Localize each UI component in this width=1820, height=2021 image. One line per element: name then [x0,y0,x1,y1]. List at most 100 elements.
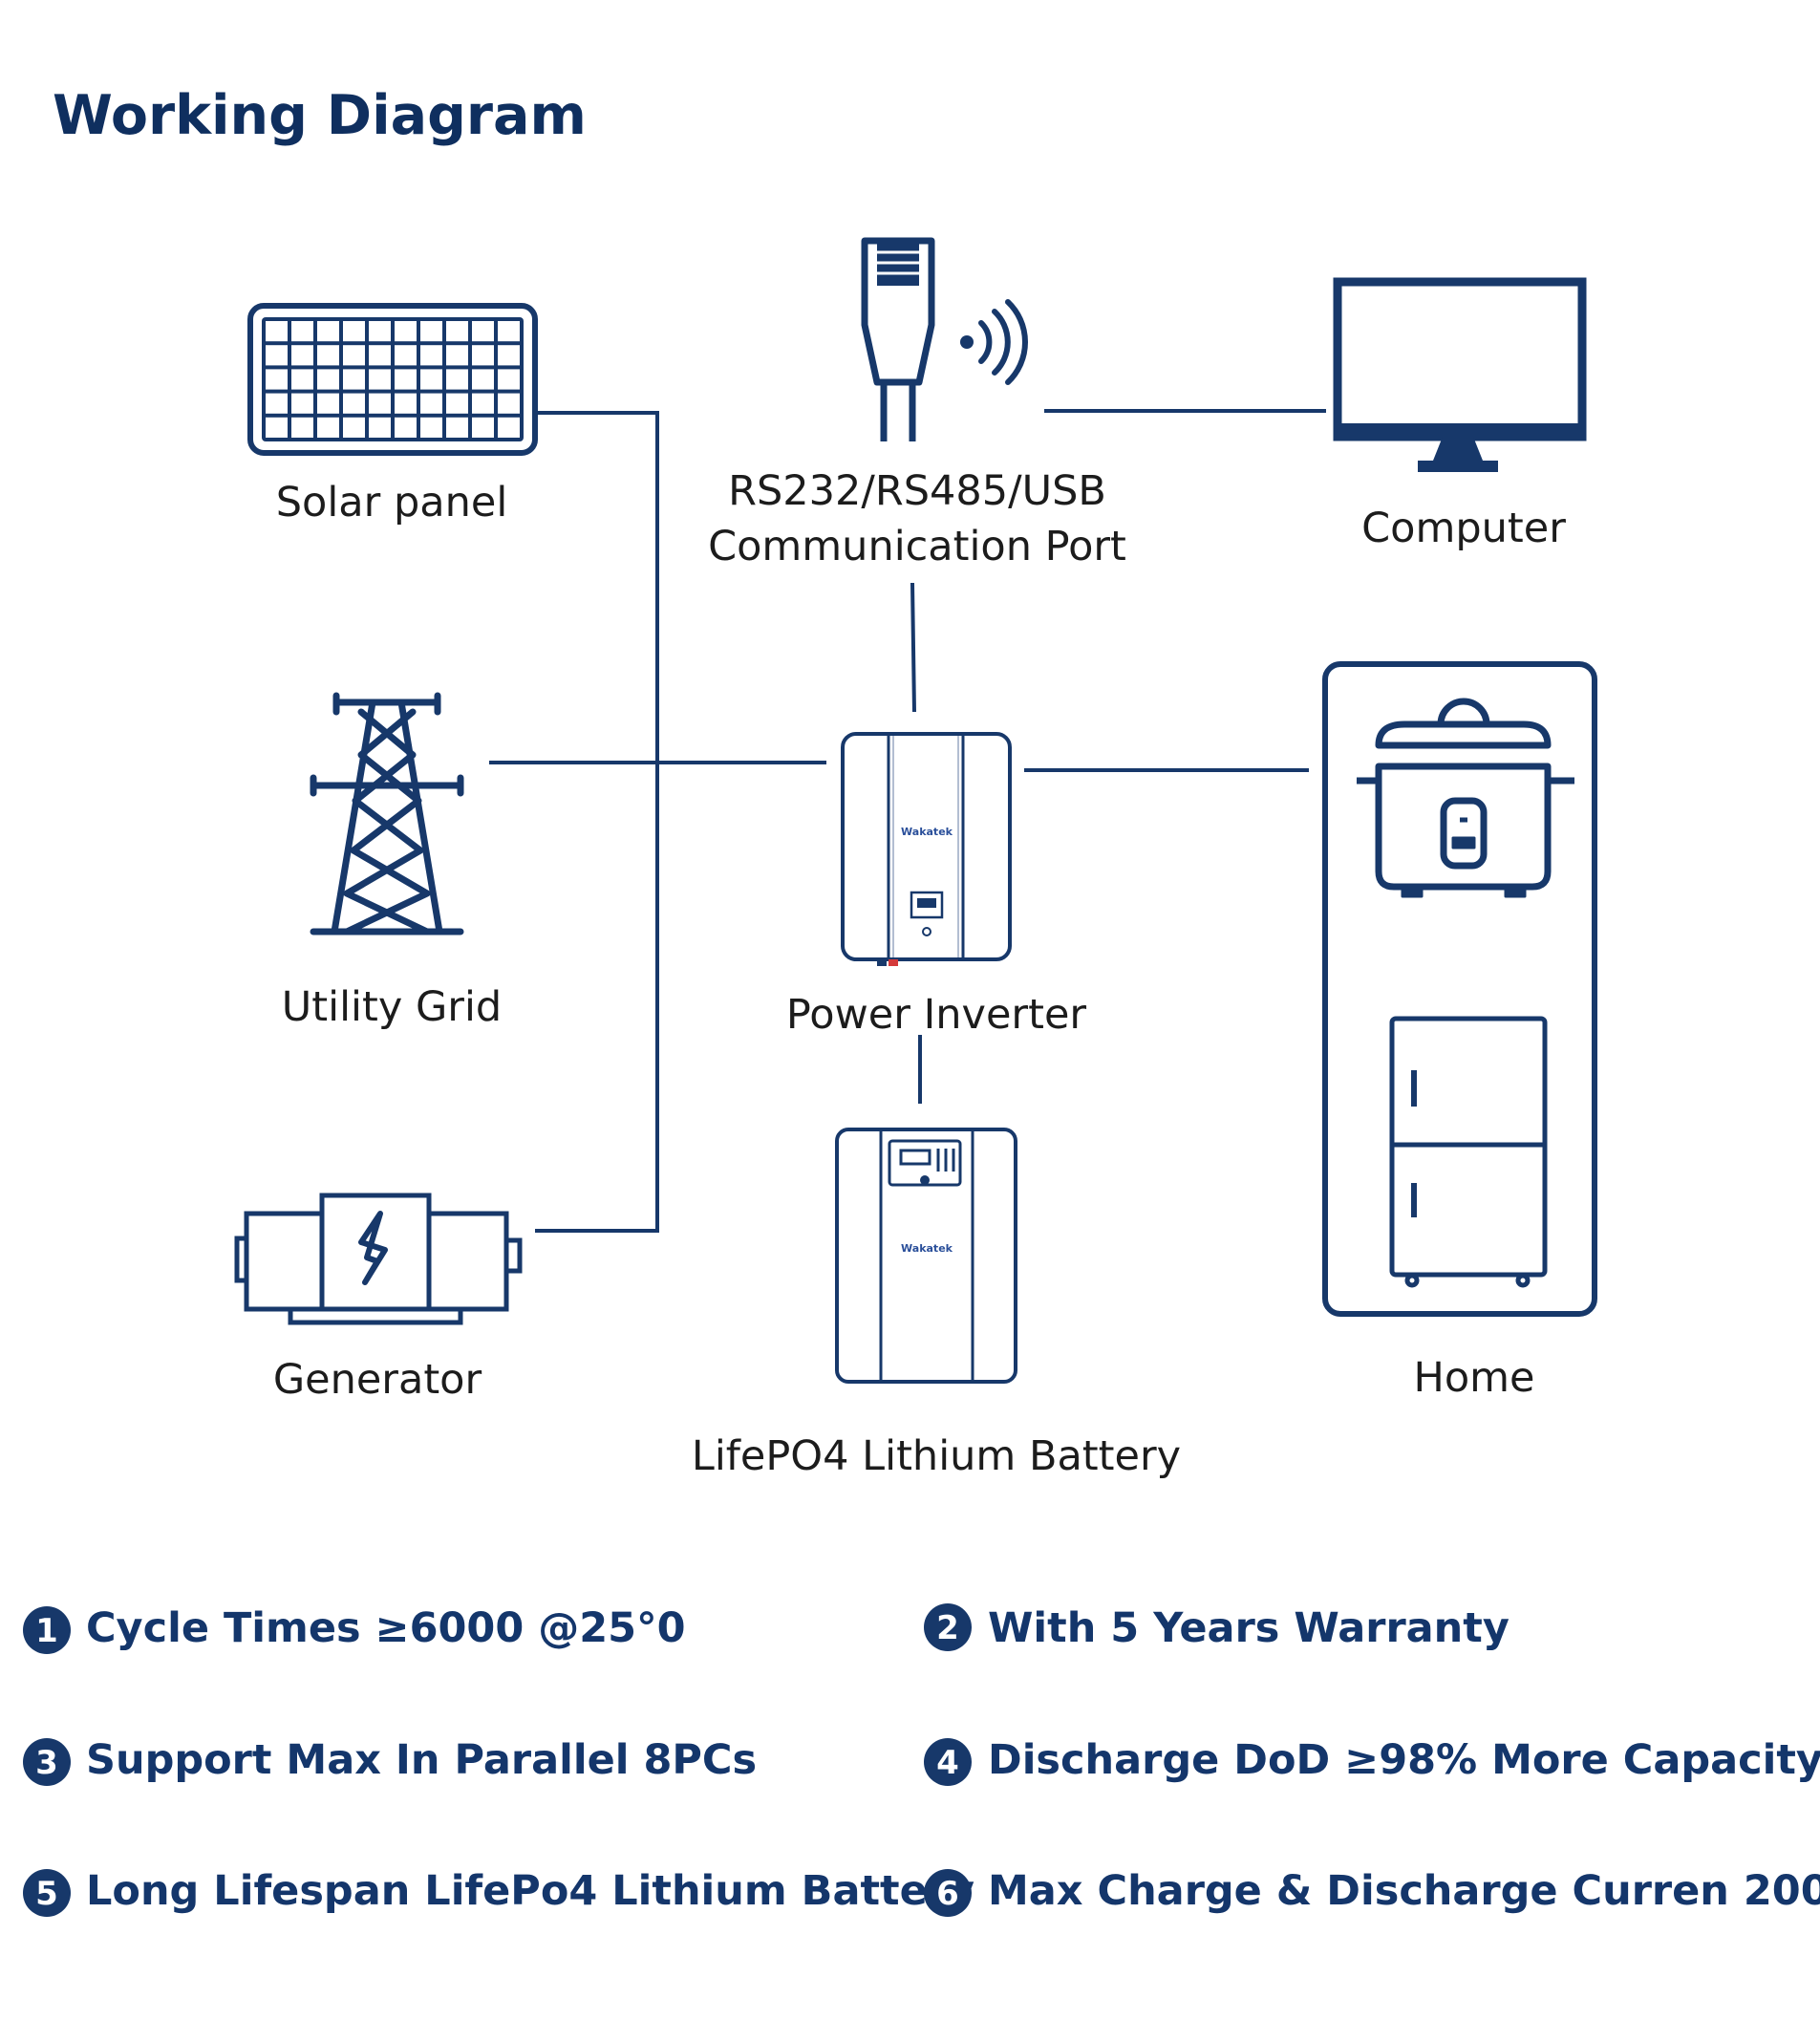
solar-cell [498,393,520,414]
solar-cell [369,345,391,366]
battery-label: LifePO4 Lithium Battery [692,1432,1181,1480]
comm-port-label-line2: Communication Port [708,523,1126,570]
solar-cell [446,321,468,342]
feature-text: Max Charge & Discharge Curren 200A [988,1867,1820,1915]
utility-grid-label: Utility Grid [282,983,502,1031]
solar-cell [472,321,494,342]
solar-cell [369,393,391,414]
solar-cell [446,417,468,438]
solar-cell [420,417,442,438]
solar-cell [291,369,313,390]
computer-label: Computer [1361,505,1566,552]
feature-text: Cycle Times ≥6000 @25°0 [86,1604,686,1652]
solar-cell [266,345,288,366]
solar-cell [343,393,365,414]
solar-cell [343,345,365,366]
solar-cell [317,321,339,342]
solar-cell [369,417,391,438]
battery-brand-text: Wakatek [901,1242,953,1255]
feature-badge [23,1738,71,1786]
solar-cell [420,345,442,366]
computer-monitor-icon [1333,277,1587,472]
solar-cell [420,321,442,342]
feature-number: 5 [35,1875,58,1913]
solar-cell [395,321,417,342]
home-label: Home [1414,1354,1535,1402]
solar-cell [395,417,417,438]
feature-text: With 5 Years Warranty [988,1604,1510,1652]
generator-icon [234,1193,523,1325]
inverter-brand-text: Wakatek [901,826,953,838]
rice-cooker-icon [1357,698,1574,898]
solar-cell [343,369,365,390]
feature-list: 1 Cycle Times ≥6000 @25°0 2 With 5 Years… [23,1603,1820,1917]
utility-tower-icon [310,692,464,935]
feature-badge [924,1603,972,1651]
feature-item: 6 Max Charge & Discharge Curren 200A [924,1867,1820,1917]
lithium-battery-icon: Wakatek [835,1128,1017,1384]
solar-panel-label: Solar panel [276,479,508,527]
solar-cell [498,321,520,342]
solar-cell [369,369,391,390]
solar-cell [395,345,417,366]
solar-cell [498,369,520,390]
solar-panel-icon [247,303,538,456]
page-title: Working Diagram [53,84,587,147]
solar-cell [266,417,288,438]
comm-port-label-line1: RS232/RS485/USB [728,467,1106,515]
solar-cell [266,369,288,390]
solar-cell [446,393,468,414]
connector-lines [489,409,1326,1233]
home-appliances-icon [1322,661,1597,1317]
feature-text: Support Max In Parallel 8PCs [86,1736,757,1784]
solar-cell [317,417,339,438]
solar-cell [395,369,417,390]
power-inverter-label: Power Inverter [786,991,1087,1039]
feature-item: 2 With 5 Years Warranty [924,1603,1510,1652]
feature-item: 3 Support Max In Parallel 8PCs [23,1736,757,1786]
feature-number: 6 [936,1875,959,1913]
feature-text: Long Lifespan LifePo4 Lithium Battery [86,1867,974,1915]
generator-label: Generator [273,1356,482,1404]
feature-number: 2 [936,1609,959,1647]
solar-cell [291,393,313,414]
solar-cell [472,417,494,438]
solar-cell [317,369,339,390]
solar-cell [266,393,288,414]
feature-text: Discharge DoD ≥98% More Capacity [988,1736,1820,1784]
solar-cell [317,345,339,366]
solar-cell [420,369,442,390]
feature-item: 1 Cycle Times ≥6000 @25°0 [23,1604,686,1654]
solar-cell [498,417,520,438]
solar-cell [395,393,417,414]
feature-item: 4 Discharge DoD ≥98% More Capacity [924,1736,1820,1786]
feature-badge [924,1869,972,1917]
solar-cell [291,345,313,366]
power-inverter-icon: Wakatek [841,732,1012,966]
comm-to-inverter-line [910,582,916,713]
feature-badge [23,1606,71,1654]
solar-cell [446,369,468,390]
solar-cell [317,393,339,414]
solar-cell [369,321,391,342]
feature-badge [23,1869,71,1917]
solar-cell [472,393,494,414]
solar-cell [291,417,313,438]
solar-cell [266,321,288,342]
solar-to-bus-line [535,411,659,1233]
wireless-signal-icon [960,299,1028,385]
feature-number: 1 [35,1612,58,1650]
solar-cell [291,321,313,342]
feature-item: 5 Long Lifespan LifePo4 Lithium Battery [23,1867,974,1917]
solar-cell [343,321,365,342]
feature-badge [924,1738,972,1786]
solar-cell [420,393,442,414]
solar-cell [343,417,365,438]
solar-cell [472,345,494,366]
rj45-connector-icon [861,237,935,441]
feature-number: 4 [936,1744,959,1782]
feature-number: 3 [35,1744,58,1782]
refrigerator-icon [1389,1016,1548,1288]
